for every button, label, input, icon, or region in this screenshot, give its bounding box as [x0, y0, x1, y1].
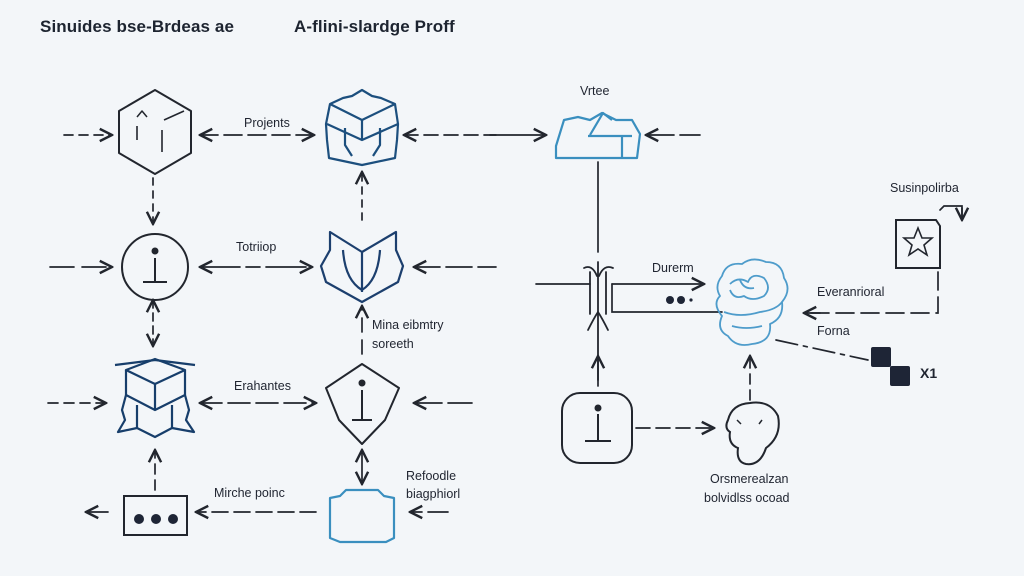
edge-brain-squares	[775, 339, 869, 361]
star-card-icon[interactable]	[895, 219, 941, 269]
edge-label-erahantes: Erahantes	[234, 379, 291, 393]
brain-icon[interactable]	[715, 258, 789, 346]
edge-label-refoodle-line1: Refoodle	[406, 469, 457, 483]
ellipsis-icon	[666, 296, 693, 304]
junction-icon[interactable]	[583, 261, 614, 381]
edge-label-forna: Forna	[817, 324, 850, 338]
edge-label-projents: Projents	[244, 116, 290, 130]
shield-cube-icon[interactable]	[324, 88, 400, 167]
diagram-title-right: A-flini-slardge Proff	[294, 17, 455, 36]
frame-icon[interactable]	[328, 488, 396, 544]
more-dots-box-icon[interactable]	[123, 495, 188, 536]
v-shield-icon[interactable]	[319, 230, 405, 304]
edge-junction-brain-lower	[611, 283, 723, 313]
edge-label-totriiop: Totriiop	[236, 240, 277, 254]
node-label-orsmer-line1: Orsmerealzan	[710, 472, 789, 486]
edge-label-everanrioral: Everanrioral	[817, 285, 885, 299]
node-label-vrtee: Vrtee	[580, 84, 610, 98]
info-diamond-icon[interactable]	[325, 363, 400, 445]
edge-label-mina-line1: Mina eibmtry	[372, 318, 444, 332]
edge-star-card-brain	[805, 271, 939, 314]
folder-triangle-icon[interactable]	[554, 111, 642, 160]
node-label-orsmer-line2: bolvidlss ocoad	[704, 491, 790, 505]
edge-label-mina-line2: soreeth	[372, 337, 414, 351]
face-icon[interactable]	[725, 401, 780, 466]
stacked-squares-icon[interactable]	[871, 347, 910, 386]
diagram-title-left: Sinuides bse-Brdeas ae	[40, 17, 234, 36]
info-rounded-square-icon[interactable]	[561, 392, 633, 464]
node-label-susinpolirba: Susinpolirba	[890, 181, 959, 195]
edge-star-card-loop	[939, 205, 963, 219]
info-circle-icon[interactable]	[121, 233, 189, 301]
cube-tower-icon[interactable]	[114, 357, 196, 439]
edge-label-durerm: Durerm	[652, 261, 694, 275]
edge-label-refoodle-line2: biagphiorl	[406, 487, 461, 501]
edge-label-mirche: Mirche poinc	[214, 486, 285, 500]
hexagon-cube-icon[interactable]	[118, 89, 192, 175]
node-label-x1: X1	[920, 365, 938, 381]
